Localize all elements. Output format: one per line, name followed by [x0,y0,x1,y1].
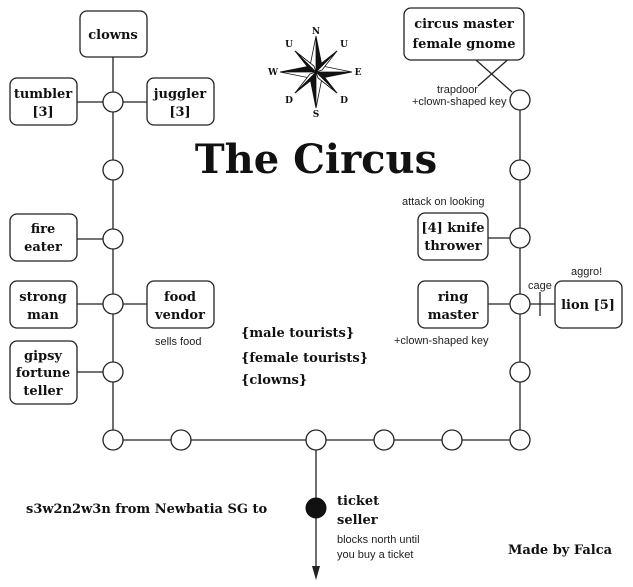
room-gipsy-fortune-teller: gipsy fortune teller [9,340,78,405]
note-attack-on-looking: attack on looking [402,196,485,208]
node [102,228,124,250]
compass-d-left: D [285,96,293,106]
room-clowns: clowns [79,10,148,58]
room-lion-label: lion [5] [561,298,615,313]
note-clown-key-top: +clown-shaped key [412,96,507,108]
room-knife-thrower: [4] knife thrower [417,212,489,261]
room-ticket-seller-line2: seller [337,513,378,528]
node [305,429,327,451]
wanderer-female-tourists: {female tourists} [241,351,368,366]
room-food-vendor: food vendor [146,280,215,329]
directions-text: s3w2n2w3n from Newbatia SG to [26,502,267,517]
compass-d-right: D [340,96,348,106]
room-lion: lion [5] [554,280,623,329]
room-circus-master: circus master female gnome [403,7,525,61]
exit-arrow [312,566,320,580]
node [509,89,531,111]
wanderer-clowns: {clowns} [241,373,307,388]
room-strong-man-line2: man [27,308,59,323]
node [102,293,124,315]
node [373,429,395,451]
node [509,361,531,383]
compass-u-right: U [340,40,348,50]
room-food-vendor-line2: vendor [154,308,205,323]
room-ticket-seller-line1: ticket [337,494,379,509]
room-juggler-count: [3] [169,105,190,120]
node [509,293,531,315]
room-knife-thrower-line2: thrower [424,239,481,254]
node [441,429,463,451]
room-food-vendor-line1: food [164,290,196,305]
room-ring-master-line2: master [428,308,479,323]
room-juggler-label: juggler [153,87,207,102]
wanderer-male-tourists: {male tourists} [241,326,354,341]
compass-rose-icon: N S E W U U D D [267,27,362,120]
room-strong-man-line1: strong [19,290,66,305]
room-fire-eater: fire eater [9,213,78,262]
room-tumbler-count: [3] [32,105,53,120]
path-nodes [102,89,531,519]
node [102,429,124,451]
room-ring-master: ring master [417,280,489,329]
room-knife-thrower-line1: [4] knife [421,221,484,236]
node [509,159,531,181]
compass-s: S [313,110,320,120]
node [102,361,124,383]
note-cage: cage [528,280,552,292]
compass-w: W [267,68,279,78]
node [509,227,531,249]
compass-u-left: U [285,40,293,50]
room-strong-man: strong man [9,280,78,329]
note-blocks-2: you buy a ticket [337,549,413,561]
ticket-seller-node [305,497,327,519]
room-fire-eater-line2: eater [24,240,62,255]
node [170,429,192,451]
node [102,91,124,113]
credit-text: Made by Falca [508,543,613,558]
room-gipsy-line3: teller [23,384,62,399]
room-clowns-label: clowns [88,28,138,43]
room-tumbler: tumbler [3] [9,77,78,126]
node [509,429,531,451]
room-ring-master-line1: ring [438,290,468,305]
room-circus-master-line1: circus master [414,17,514,32]
compass-e: E [355,68,362,78]
room-tumbler-label: tumbler [14,87,73,102]
room-juggler: juggler [3] [146,77,215,126]
node [102,159,124,181]
note-clown-key-ring: +clown-shaped key [394,335,489,347]
room-fire-eater-line1: fire [31,222,56,237]
room-gipsy-line1: gipsy [24,349,62,364]
room-gipsy-line2: fortune [16,366,70,381]
note-aggro: aggro! [571,266,602,278]
note-trapdoor: trapdoor [437,84,478,96]
map-title: The Circus [195,136,437,183]
note-sells-food: sells food [155,336,201,348]
compass-n: N [312,27,320,37]
note-blocks-1: blocks north until [337,534,420,546]
room-circus-master-line2: female gnome [412,37,515,52]
